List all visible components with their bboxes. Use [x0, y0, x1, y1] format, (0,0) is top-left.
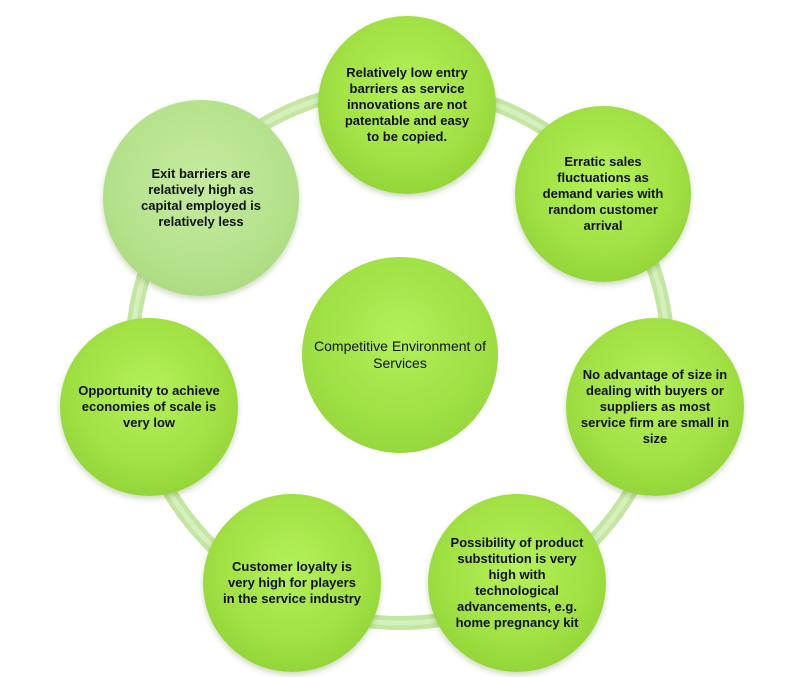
- node-economies-of-scale-label: Opportunity to achieve economies of scal…: [78, 383, 220, 430]
- node-no-size-advantage-label: No advantage of size in dealing with buy…: [580, 367, 730, 446]
- node-no-size-advantage: No advantage of size in dealing with buy…: [566, 318, 744, 496]
- node-customer-loyalty: Customer loyalty is very high for player…: [203, 494, 381, 672]
- node-erratic-sales-label: Erratic sales fluctuations as demand var…: [542, 154, 664, 233]
- node-product-substitution-label: Possibility of product substitution is v…: [450, 535, 584, 630]
- center-node: Competitive Environment of Services: [302, 257, 498, 453]
- node-exit-barriers: Exit barriers are relatively high as cap…: [103, 100, 299, 296]
- node-entry-barriers-label: Relatively low entry barriers as service…: [344, 65, 470, 144]
- node-exit-barriers-label: Exit barriers are relatively high as cap…: [141, 166, 261, 229]
- node-customer-loyalty-label: Customer loyalty is very high for player…: [223, 559, 361, 606]
- node-entry-barriers: Relatively low entry barriers as service…: [318, 16, 496, 194]
- center-label: Competitive Environment of Services: [314, 338, 486, 371]
- node-economies-of-scale: Opportunity to achieve economies of scal…: [60, 318, 238, 496]
- node-product-substitution: Possibility of product substitution is v…: [428, 494, 606, 672]
- node-erratic-sales: Erratic sales fluctuations as demand var…: [515, 106, 691, 282]
